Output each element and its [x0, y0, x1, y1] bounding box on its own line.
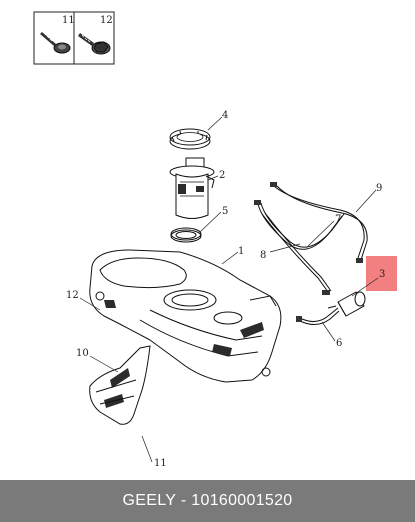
inset-label-12: 12 [100, 15, 113, 26]
callout-8: 8 [260, 250, 266, 261]
part-3-highlight [366, 256, 397, 291]
callout-2: 2 [219, 170, 225, 181]
fuel-pump-module-part [169, 157, 215, 219]
part-number-footer: GEELY - 10160001520 [0, 480, 415, 522]
lock-ring-part [169, 128, 211, 150]
inset-label-11: 11 [62, 15, 75, 26]
exploded-parts-diagram: 11 12 [33, 11, 397, 469]
callout-5: 5 [222, 206, 228, 217]
callout-3: 3 [379, 269, 385, 280]
callout-4: 4 [222, 110, 228, 121]
flange-bolt-icon [78, 33, 111, 55]
fuel-filter-part [327, 291, 366, 317]
return-line-part [296, 307, 340, 325]
seal-ring-part [170, 227, 202, 243]
footer-brand: GEELY [122, 492, 177, 509]
callout-leaders [79, 116, 379, 463]
fastener-inset: 11 12 [33, 11, 115, 65]
callout-7: 7 [335, 214, 341, 225]
footer-part-number: 10160001520 [191, 492, 293, 509]
fuel-lines-part [254, 182, 368, 295]
footer-separator: - [176, 492, 192, 509]
callout-9: 9 [376, 183, 382, 194]
callout-10: 10 [76, 348, 89, 359]
heat-shield-part [89, 345, 151, 425]
callout-1: 1 [238, 246, 244, 257]
screw-icon [40, 32, 71, 54]
callout-12: 12 [66, 290, 79, 301]
callout-6: 6 [336, 338, 342, 349]
callout-11: 11 [154, 458, 167, 469]
fuel-tank-part [89, 249, 282, 383]
